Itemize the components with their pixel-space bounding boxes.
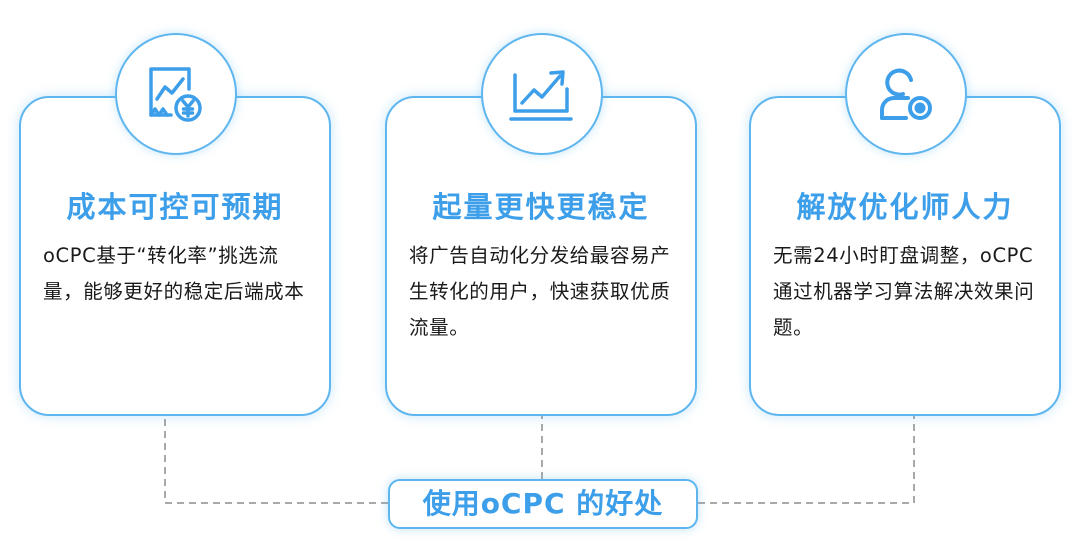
trending-chart-icon — [509, 70, 573, 121]
card-title: 成本可控可预期 — [66, 190, 284, 224]
benefit-card-labor: 解放优化师人力 无需24小时盯盘调整，oCPC通过机器学习算法解决效果问题。 — [749, 96, 1061, 416]
connector-line-right — [698, 378, 915, 504]
card-description: oCPC基于“转化率”挑选流量，能够更好的稳定后端成本 — [43, 244, 305, 303]
card-description: 无需24小时盯盘调整，oCPC通过机器学习算法解决效果问题。 — [773, 244, 1035, 339]
benefit-card-cost: 成本可控可预期 oCPC基于“转化率”挑选流量，能够更好的稳定后端成本 — [19, 96, 331, 416]
icon-badge-volume — [481, 33, 603, 155]
user-gear-icon — [880, 68, 932, 120]
card-title: 起量更快更稳定 — [432, 190, 650, 224]
icon-badge-cost — [115, 33, 237, 155]
chart-invoice-yen-icon — [149, 67, 202, 122]
card-description: 将广告自动化分发给最容易产生转化的用户，快速获取优质流量。 — [409, 244, 671, 339]
connector-line-left — [164, 378, 388, 504]
icon-badge-labor — [845, 33, 967, 155]
card-title: 解放优化师人力 — [796, 190, 1014, 224]
benefits-label: 使用oCPC 的好处 — [388, 479, 698, 529]
